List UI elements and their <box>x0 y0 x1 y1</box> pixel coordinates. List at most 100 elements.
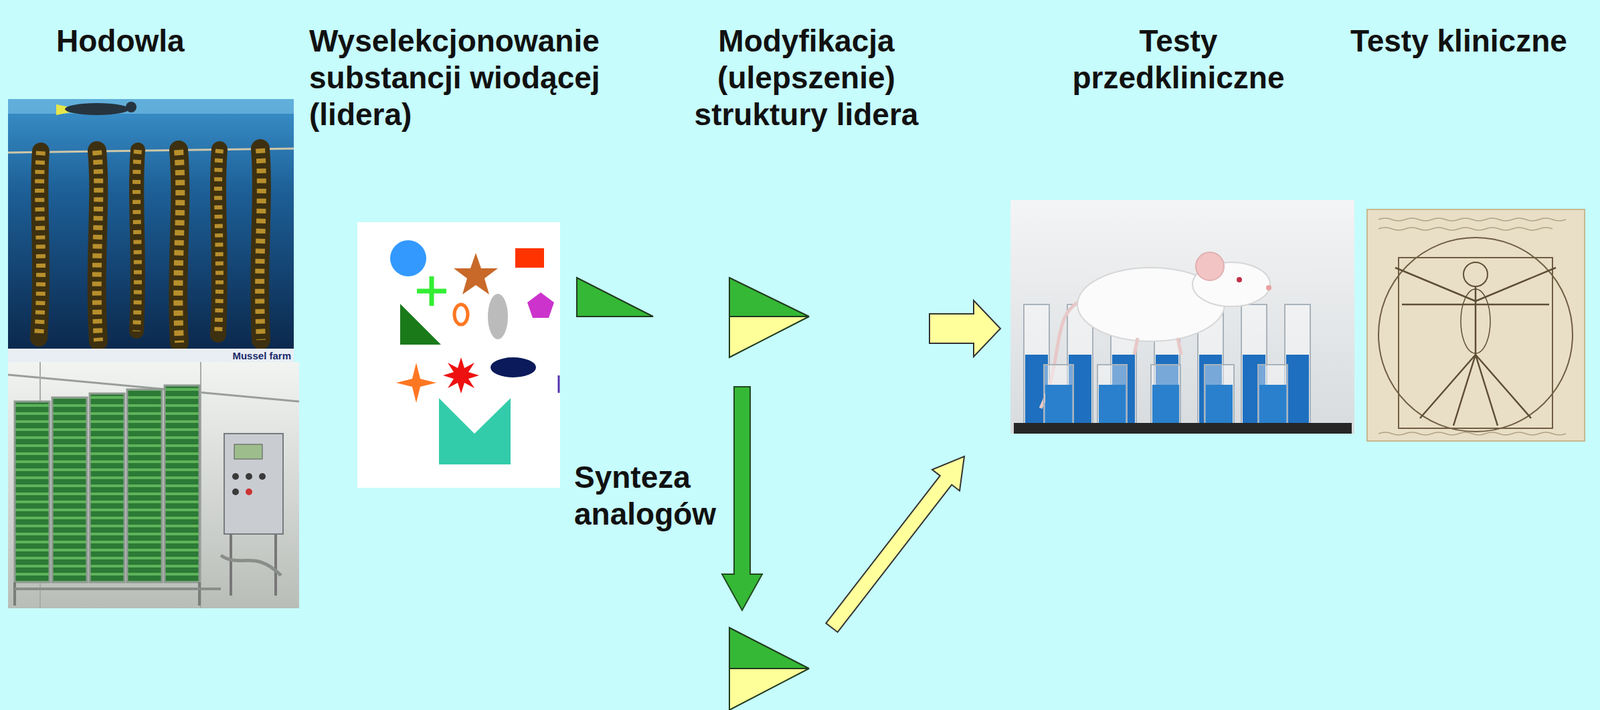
test-tube <box>1204 364 1234 427</box>
column-heading: Testy przedkliniczne <box>1064 22 1293 97</box>
white-mouse <box>1266 285 1272 291</box>
mussel-rope <box>178 149 181 343</box>
photobioreactor-photo <box>245 473 253 480</box>
stage-column: Testy przedkliniczne <box>1000 18 1346 437</box>
vitruvian-man-drawing <box>1378 227 1553 231</box>
vitruvian-man-drawing <box>1378 218 1566 221</box>
test-tube <box>1286 354 1309 425</box>
stage-column: Wyselekcjonowanie substancji wiodącej (l… <box>305 18 620 491</box>
photobioreactor-photo <box>258 473 266 480</box>
compound-library <box>453 252 498 295</box>
lab-mouse-photo <box>1010 200 1355 434</box>
photobioreactor-photo <box>8 362 300 609</box>
test-tube <box>1097 364 1127 427</box>
mussel-farm-photo <box>8 348 294 363</box>
stage-column: Modyfikacja (ulepszenie) struktury lider… <box>685 18 930 367</box>
test-tube <box>1043 364 1288 427</box>
test-tube <box>1284 304 1311 425</box>
stage-column: Testy kliniczne <box>1346 18 1596 444</box>
white-mouse <box>1195 252 1224 281</box>
compound-library <box>442 357 480 394</box>
mussel-farm-photo <box>8 99 294 363</box>
synthesis-arrow <box>722 386 763 611</box>
compound-library <box>357 222 561 488</box>
compound-library <box>454 304 468 325</box>
test-tube <box>1098 384 1126 426</box>
photobioreactor-photo <box>234 444 263 460</box>
arrow-label: Synteza analogów <box>574 459 725 533</box>
vitruvian-man-drawing <box>1460 289 1491 354</box>
vitruvian-man-drawing <box>1367 209 1585 441</box>
test-tube <box>1150 364 1181 427</box>
mussel-farm-photo <box>8 99 294 114</box>
mussel-rope <box>136 149 138 332</box>
lab-mouse-photo <box>1010 200 1355 434</box>
column-heading: Testy kliniczne <box>1350 22 1592 60</box>
vitruvian-man-drawing <box>1367 209 1585 441</box>
vitruvian-man-drawing <box>1463 262 1488 287</box>
lead-triangle <box>576 277 654 317</box>
stage-column: Hodowla <box>5 18 307 611</box>
photobioreactor-photo <box>224 433 284 535</box>
mussel-farm-photo <box>64 103 130 116</box>
test-tube <box>1043 364 1074 427</box>
photobioreactor-photo <box>14 401 50 583</box>
photobioreactor-photo <box>232 473 239 480</box>
lead-triangle <box>576 277 654 317</box>
compound-library <box>487 293 508 340</box>
mussel-rope <box>38 151 41 338</box>
test-tube <box>1152 384 1180 426</box>
photobioreactor-photo <box>13 582 17 606</box>
analog-to-test-arrow <box>825 456 965 633</box>
synthesis-arrow <box>722 386 763 611</box>
photobioreactor-photo <box>274 534 278 596</box>
photobioreactor-photo <box>14 587 221 591</box>
compound-library <box>357 222 561 488</box>
mussel-rope <box>178 149 181 343</box>
compound-library <box>438 398 511 465</box>
photobioreactor-photo <box>164 385 200 583</box>
compound-library <box>396 362 437 403</box>
mussel-farm-photo <box>125 101 137 113</box>
mussel-rope <box>38 148 262 343</box>
vitruvian-man-drawing <box>1378 432 1566 435</box>
mussel-rope <box>38 151 41 338</box>
mussel-farm-photo <box>8 99 294 363</box>
modified-lead <box>729 277 810 317</box>
vitruvian-man-drawing <box>1395 267 1556 426</box>
white-mouse <box>1236 277 1242 283</box>
photobioreactor-photo <box>245 488 253 496</box>
column-heading: Wyselekcjonowanie substancji wiodącej (l… <box>309 22 617 134</box>
column-heading: Hodowla <box>56 22 304 60</box>
modified-lead <box>729 277 810 358</box>
mussel-farm-photo <box>8 148 294 153</box>
compound-library <box>416 276 447 306</box>
photobioreactor-photo <box>52 397 87 583</box>
analog-compound <box>729 668 810 710</box>
photo-caption: Mussel farm <box>212 349 292 363</box>
mussel-rope <box>136 149 138 332</box>
mussel-rope <box>218 149 220 335</box>
compound-library <box>490 357 537 378</box>
mussel-rope <box>259 148 262 340</box>
photobioreactor-photo <box>198 582 201 606</box>
photobioreactor-photo <box>229 534 233 596</box>
vitruvian-man-drawing <box>1378 237 1573 432</box>
analog-to-test-arrow <box>825 456 965 633</box>
photobioreactor-photo <box>232 488 239 496</box>
compound-library <box>515 248 545 268</box>
mussel-rope <box>97 150 100 342</box>
test-tube <box>1045 384 1073 426</box>
lab-mouse-photo <box>1013 422 1352 434</box>
photobioreactor-photo <box>89 393 125 583</box>
photobioreactor-photo <box>8 362 300 609</box>
compound-library <box>527 292 555 318</box>
compound-library <box>390 240 427 277</box>
analog-compound <box>729 627 810 669</box>
test-tube <box>1205 384 1233 426</box>
photobioreactor-photo <box>220 555 282 576</box>
block-arrow <box>929 300 1001 357</box>
white-mouse <box>1134 337 1182 355</box>
mussel-rope <box>97 150 100 342</box>
compound-library <box>400 303 441 345</box>
